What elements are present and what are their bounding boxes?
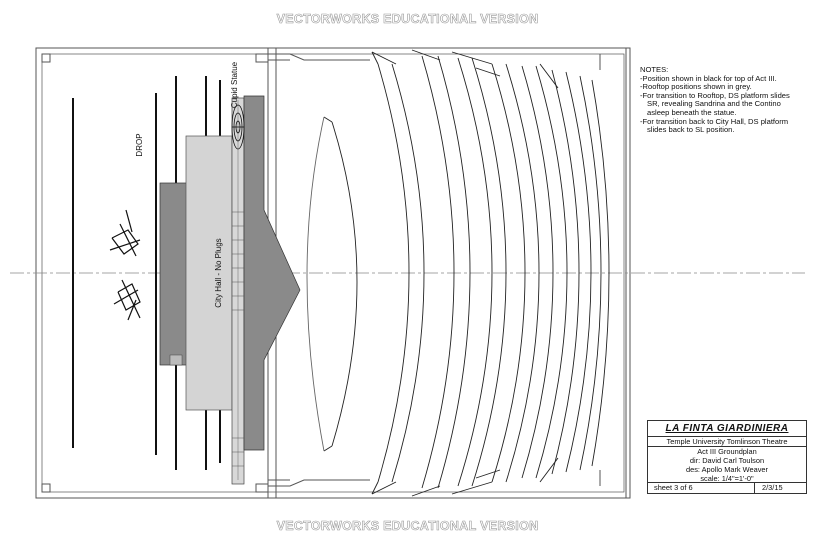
designer-credit: des: Apollo Mark Weaver (685, 465, 769, 474)
title-block: LA FINTA GIARDINIERA Temple University T… (647, 420, 807, 494)
row-c2 (471, 57, 507, 487)
aisle-top-3 (451, 51, 493, 65)
row-a (377, 63, 410, 483)
row-f (551, 69, 580, 475)
stair-treads (232, 211, 244, 467)
row-b2 (437, 55, 471, 489)
notes-line: asleep beneath the statue. (647, 107, 737, 117)
row-d (491, 63, 526, 483)
drawing-name: Act III Groundplan (697, 447, 757, 456)
railing-top (475, 67, 501, 77)
aisle-bot-2 (411, 485, 441, 497)
drawing-date: 2/3/15 (762, 483, 783, 492)
proscenium-bottom-return (268, 479, 370, 487)
production-title: LA FINTA GIARDINIERA (665, 423, 789, 434)
row-c (457, 57, 493, 487)
ds-platform (243, 95, 301, 451)
aisle-top-2 (411, 49, 441, 61)
railing-top-2 (539, 63, 559, 89)
row-d2 (505, 63, 540, 483)
grey-flat-rooftop (185, 135, 233, 411)
seating-rows (306, 49, 610, 497)
row-e2 (535, 65, 568, 479)
drop-label: DROP (135, 133, 144, 157)
aisle-top-1 (371, 51, 397, 65)
railing-bot-2 (539, 457, 559, 483)
director-credit: dir: David Carl Toulson (689, 456, 765, 465)
notes-line: SR, revealing Sandrina and the Contino (647, 99, 781, 109)
stage-apron-edge (323, 116, 358, 452)
proscenium-top-return (268, 53, 370, 61)
step-box (169, 354, 183, 366)
aisle-bot-1 (371, 481, 397, 495)
notes-block: NOTES: -Position shown in black for top … (640, 65, 810, 135)
cupid-statue-shape (231, 104, 245, 150)
watermark-top: VECTORWORKS EDUCATIONAL VERSION (276, 12, 539, 27)
row-a2 (391, 63, 425, 483)
notes-line: -For transition to Rooftop, DS platform … (640, 90, 790, 100)
dark-platform-left (159, 182, 189, 366)
city-hall-label: City Hall - No Plugs (214, 238, 223, 308)
aisle-bot-3 (451, 481, 493, 495)
notes-line: slides back to SL position. (647, 125, 735, 135)
notes-heading: NOTES: (640, 65, 669, 74)
corner-notch-tr (255, 53, 269, 63)
scale-text: scale: 1/4"=1'-0" (700, 474, 754, 483)
chair-2 (117, 283, 141, 311)
row-b (421, 55, 455, 489)
sheet-number: sheet 3 of 6 (654, 483, 693, 492)
apron-front (306, 116, 325, 452)
railing-bot (475, 469, 501, 479)
chair-1 (111, 229, 139, 255)
furniture-pieces (109, 209, 141, 321)
row-g2 (591, 79, 610, 467)
corner-notch-br (255, 483, 269, 493)
row-f2 (565, 71, 592, 473)
corner-notch-tl (41, 53, 51, 63)
corner-notch-bl (41, 483, 51, 493)
notes-line: -For transition back to City Hall, DS pl… (640, 116, 789, 126)
venue-text: Temple University Tomlinson Theatre (666, 437, 788, 446)
row-e (521, 65, 554, 479)
cupid-statue-label: Cupid Statue (230, 61, 239, 109)
notes-line: -Rooftop positions shown in grey. (640, 82, 752, 92)
scenery (159, 95, 301, 485)
watermark-bottom: VECTORWORKS EDUCATIONAL VERSION (276, 519, 539, 534)
notes-line: -Position shown in black for top of Act … (640, 73, 777, 83)
row-g (579, 75, 602, 471)
